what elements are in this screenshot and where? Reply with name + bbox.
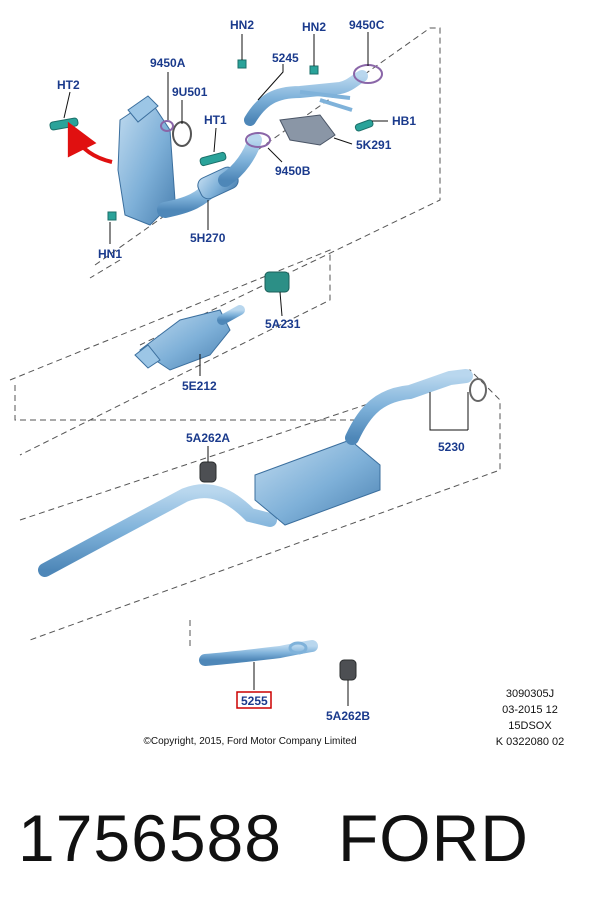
footer-caption: 1756588 FORD bbox=[18, 800, 529, 876]
callout-5a262a[interactable]: 5A262A bbox=[186, 431, 230, 445]
callout-hn1[interactable]: HN1 bbox=[98, 247, 122, 261]
gasket-parts bbox=[160, 114, 336, 148]
callout-9450a[interactable]: 9450A bbox=[150, 56, 186, 70]
section-outlines bbox=[9, 27, 501, 650]
callout-5255-highlight bbox=[236, 691, 272, 709]
diagram-info-block: 3090305J 03-2015 12 15DSOX K 0322080 02 bbox=[470, 686, 590, 750]
catalyst-assembly bbox=[117, 95, 262, 226]
callout-5245[interactable]: 5245 bbox=[272, 51, 299, 65]
muffler-5230 bbox=[38, 369, 487, 577]
callout-hn2-b[interactable]: HN2 bbox=[302, 20, 326, 34]
info-line-1: 3090305J bbox=[505, 688, 555, 700]
callout-5a262b[interactable]: 5A262B bbox=[326, 709, 370, 723]
callout-9450b[interactable]: 9450B bbox=[275, 164, 311, 178]
converter-5e212 bbox=[134, 305, 245, 371]
brand-name: FORD bbox=[337, 801, 529, 875]
part-number: 1756588 bbox=[18, 801, 282, 875]
callout-5a231[interactable]: 5A231 bbox=[265, 317, 301, 331]
callout-9450c[interactable]: 9450C bbox=[349, 18, 385, 32]
callout-hb1[interactable]: HB1 bbox=[392, 114, 416, 128]
callout-5255[interactable]: 5255 bbox=[241, 694, 268, 708]
callout-9u501[interactable]: 9U501 bbox=[172, 85, 208, 99]
info-line-2: 03-2015 12 bbox=[502, 704, 558, 716]
callout-5230[interactable]: 5230 bbox=[438, 440, 465, 454]
sensors bbox=[49, 59, 374, 221]
callout-5e212[interactable]: 5E212 bbox=[182, 379, 217, 393]
callout-ht1[interactable]: HT1 bbox=[204, 113, 227, 127]
copyright-text: ©Copyright, 2015, Ford Motor Company Lim… bbox=[143, 736, 357, 747]
info-line-3: 15DSOX bbox=[508, 720, 552, 732]
callout-ht2[interactable]: HT2 bbox=[57, 78, 80, 92]
direction-arrow bbox=[67, 121, 113, 164]
callout-5h270[interactable]: 5H270 bbox=[190, 231, 226, 245]
insulator-5a231 bbox=[264, 271, 290, 293]
callout-labels: HN2 HN2 9450C 5245 9450A HT2 9U501 HT1 H… bbox=[57, 18, 465, 723]
leader-lines bbox=[63, 32, 469, 706]
pipe-5255 bbox=[199, 640, 318, 666]
callout-5k291[interactable]: 5K291 bbox=[356, 138, 392, 152]
info-line-4: K 0322080 02 bbox=[495, 736, 565, 748]
callout-hn2-a[interactable]: HN2 bbox=[230, 18, 254, 32]
front-pipe-5245 bbox=[244, 64, 383, 126]
